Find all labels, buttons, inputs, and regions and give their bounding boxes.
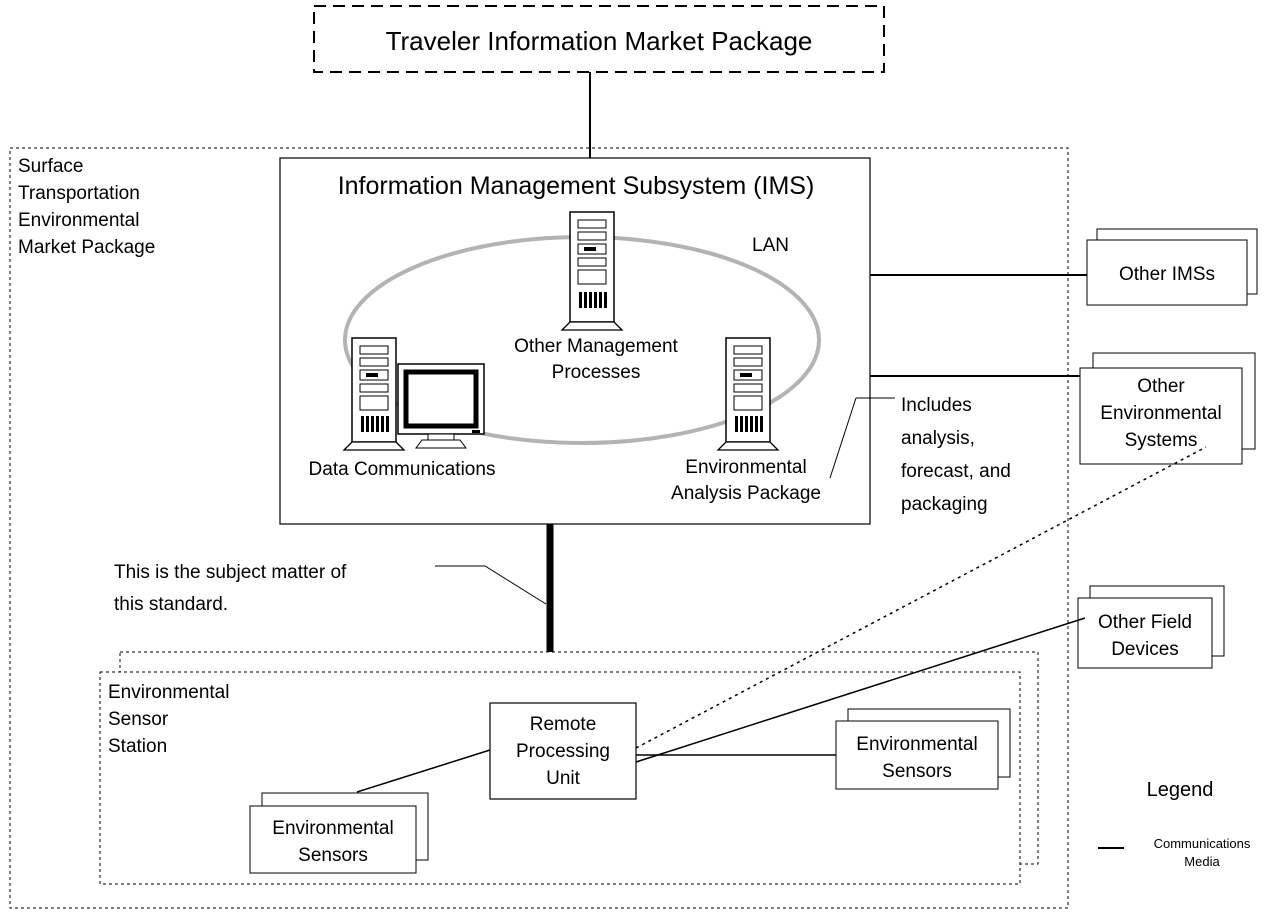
ste-package-line-1: Surface <box>18 156 83 177</box>
includes-note-1: Includes <box>901 395 972 416</box>
other-field-box: Other Field Devices <box>1077 585 1225 669</box>
other-mgmt-label-1: Other Management <box>514 336 678 357</box>
ste-package-line-3: Environmental <box>18 210 139 231</box>
ess-label-2: Sensor <box>108 709 169 730</box>
sensors-right-label-2: Sensors <box>882 761 952 782</box>
other-field-label-2: Devices <box>1111 639 1179 660</box>
includes-note-3: forecast, and <box>901 461 1011 482</box>
includes-callout-line <box>829 397 857 479</box>
legend-item-1: Communications <box>1154 836 1251 851</box>
server-icon <box>342 337 406 451</box>
other-env-box: Other Environmental Systems <box>1079 352 1256 465</box>
env-analysis-label-2: Analysis Package <box>671 483 821 504</box>
data-comms-label: Data Communications <box>309 459 496 480</box>
ims-title: Information Management Subsystem (IMS) <box>338 172 815 200</box>
monitor-icon <box>397 363 485 449</box>
other-env-label-3: Systems <box>1125 430 1198 451</box>
sensors-left-label-2: Sensors <box>298 845 368 866</box>
legend-item-2: Media <box>1184 854 1220 869</box>
other-env-label-1: Other <box>1137 376 1185 397</box>
traveler-package-label: Traveler Information Market Package <box>386 26 813 56</box>
includes-note-2: analysis, <box>901 428 975 449</box>
ste-package-line-2: Transportation <box>18 183 140 204</box>
ste-package-boundary: Surface Transportation Environmental Mar… <box>9 147 1069 909</box>
ste-package-line-4: Market Package <box>18 237 155 258</box>
rpu-other-env-link <box>635 446 1207 749</box>
other-ims-label: Other IMSs <box>1119 264 1215 285</box>
other-env-label-2: Environmental <box>1100 403 1221 424</box>
rpu-label-3: Unit <box>546 768 581 789</box>
ess-label-1: Environmental <box>108 682 229 703</box>
other-mgmt-label-2: Processes <box>552 362 641 383</box>
sensors-left-box: Environmental Sensors <box>249 792 429 874</box>
lan-label: LAN <box>752 235 789 256</box>
rpu-label-2: Processing <box>516 741 610 762</box>
server-icon <box>560 211 624 331</box>
traveler-package: Traveler Information Market Package <box>313 5 885 73</box>
rpu-label-1: Remote <box>530 714 597 735</box>
subject-note-2: this standard. <box>114 594 228 615</box>
rpu-box: Remote Processing Unit <box>489 702 637 800</box>
other-field-label-1: Other Field <box>1098 612 1192 633</box>
includes-note-4: packaging <box>901 494 988 515</box>
sensors-right-label-1: Environmental <box>856 734 977 755</box>
legend: Legend Communications Media <box>1098 779 1251 869</box>
subject-callout-line <box>435 565 547 605</box>
legend-title: Legend <box>1147 779 1214 801</box>
sensors-left-label-1: Environmental <box>272 818 393 839</box>
ess-label-3: Station <box>108 736 167 757</box>
other-ims-box: Other IMSs <box>1086 228 1258 306</box>
rpu-other-field-link <box>635 617 1086 763</box>
sensors-right-box: Environmental Sensors <box>835 708 1011 790</box>
subject-note-1: This is the subject matter of <box>114 562 347 583</box>
server-icon <box>716 337 780 451</box>
rpu-sensors-left-link <box>356 749 491 793</box>
ims-box: Information Management Subsystem (IMS) L… <box>279 157 871 525</box>
env-analysis-label-1: Environmental <box>685 457 806 478</box>
